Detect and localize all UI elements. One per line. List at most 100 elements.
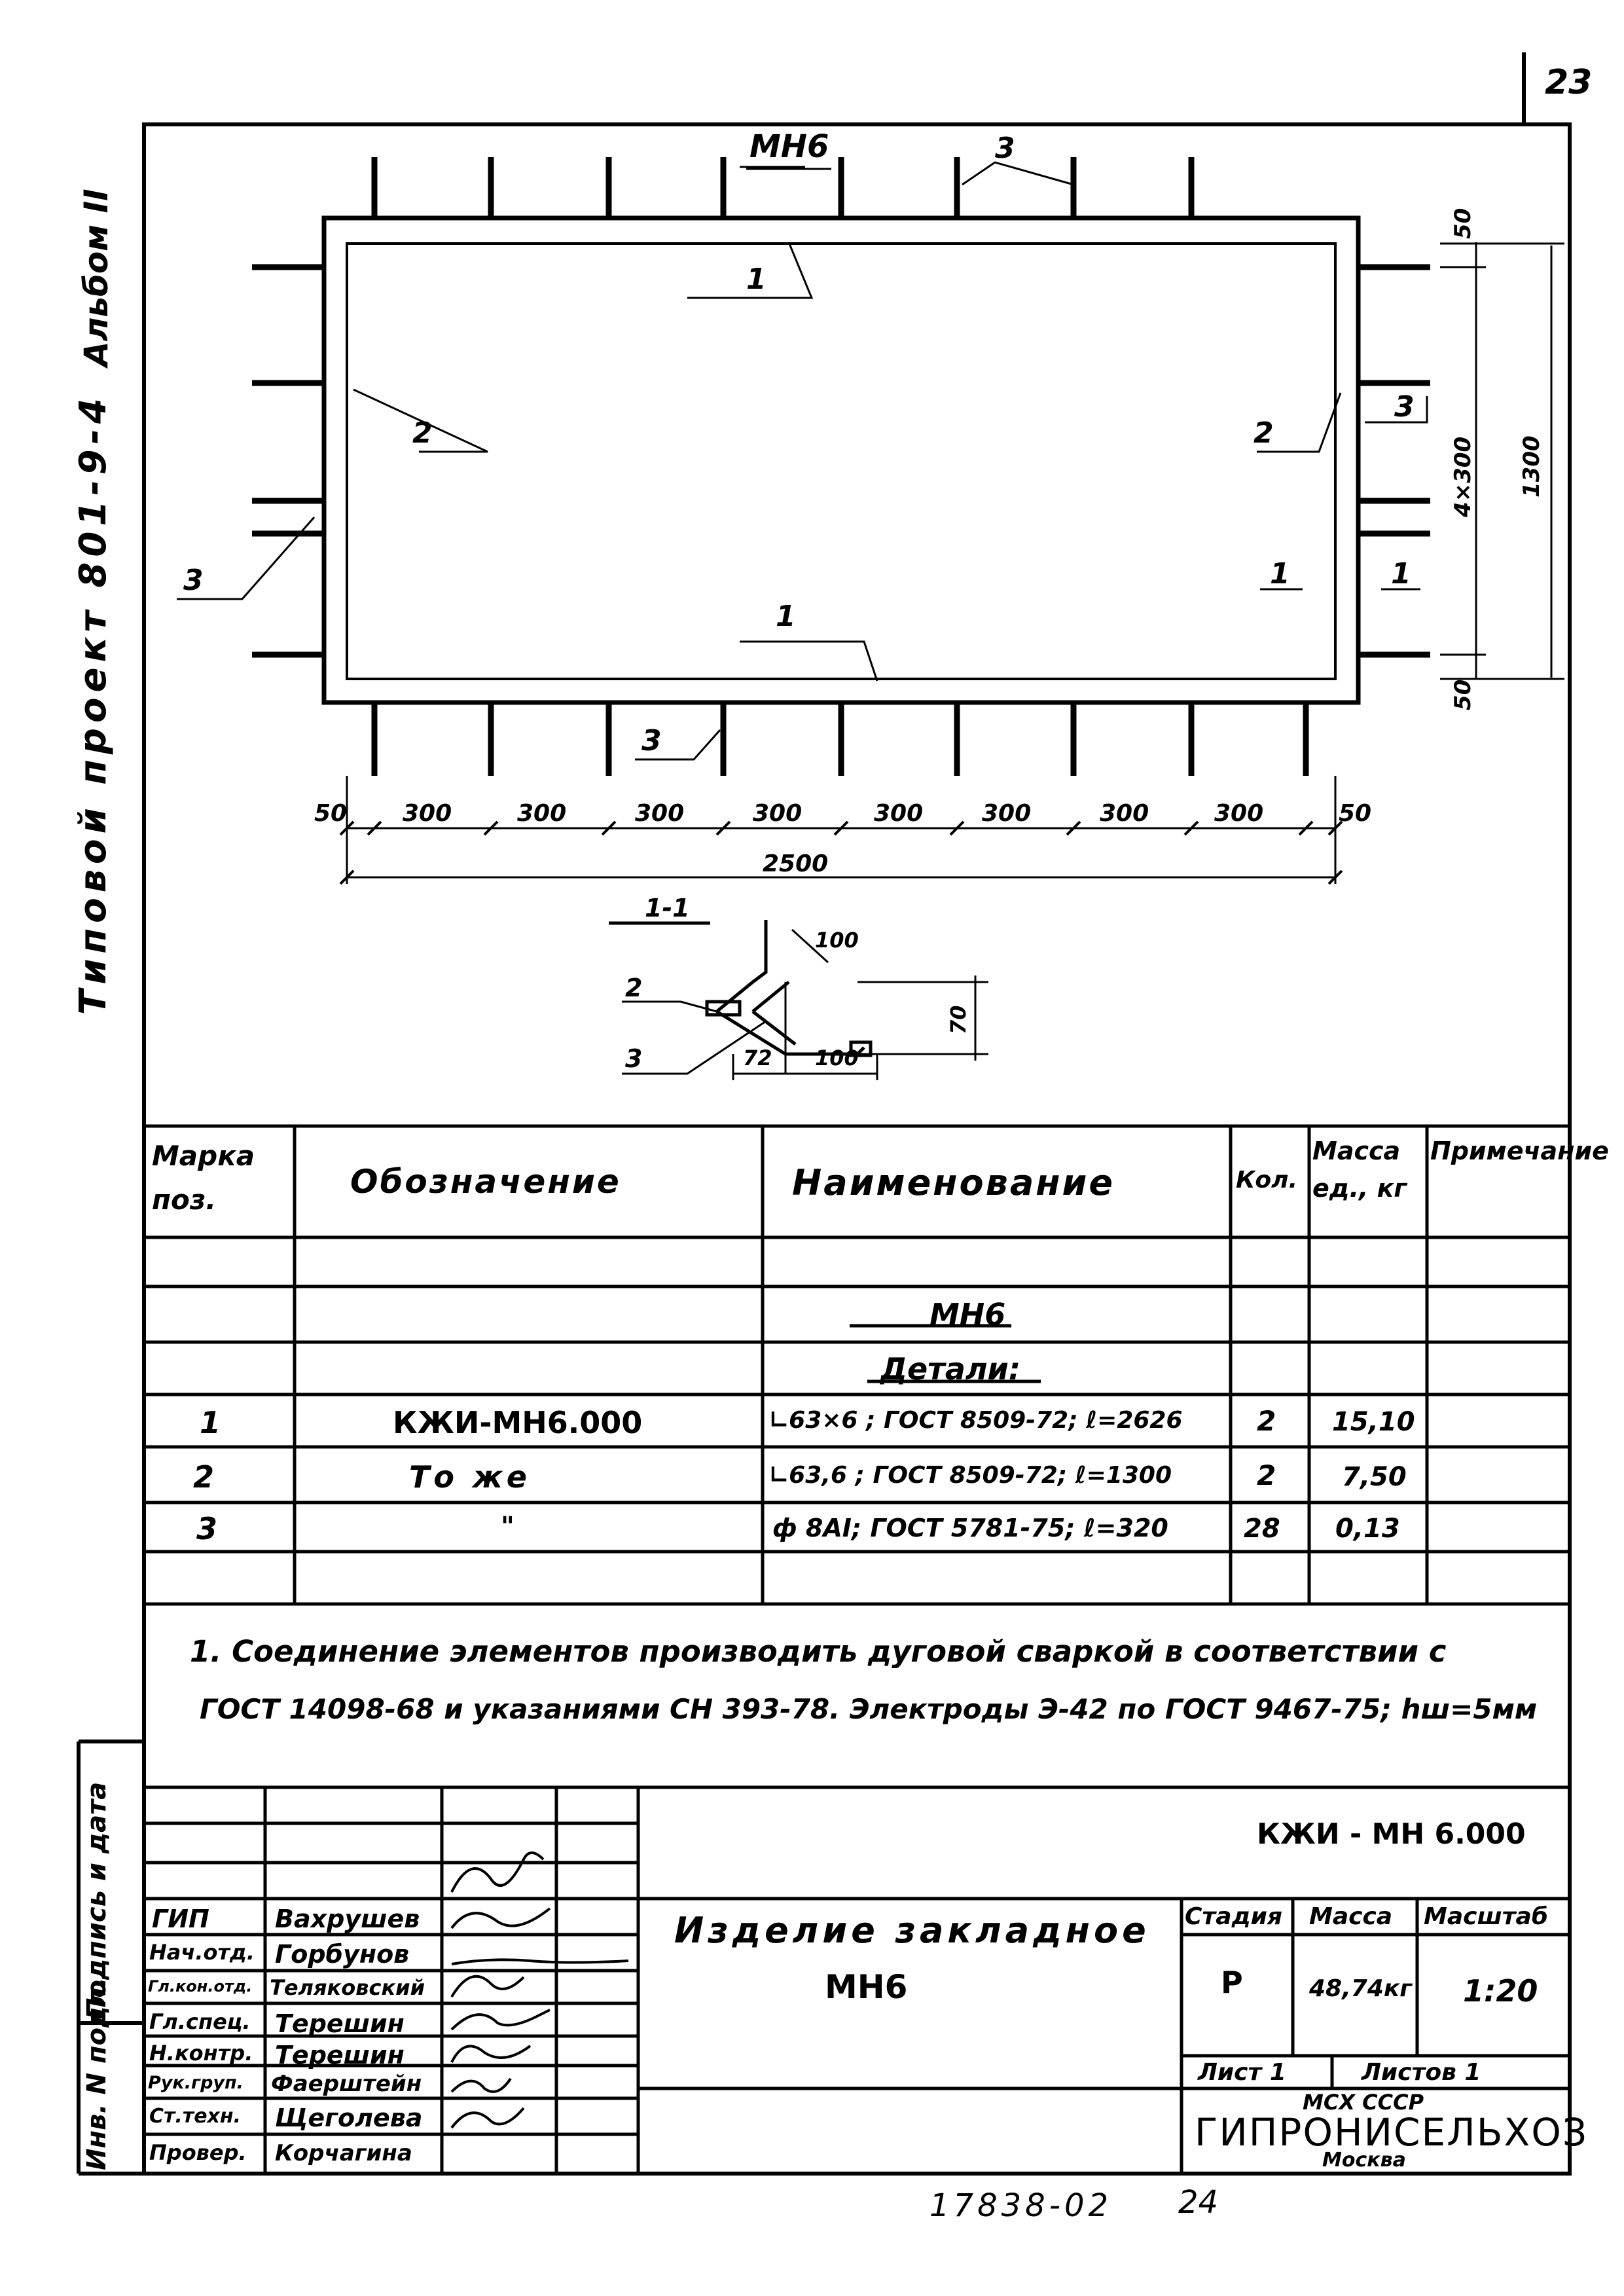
inventory-label: Инв. N подл. bbox=[82, 1977, 112, 2170]
row3-qty: 28 bbox=[1244, 1514, 1280, 1544]
header-qty: Кол. bbox=[1236, 1167, 1298, 1194]
row2-qty: 2 bbox=[1257, 1459, 1276, 1491]
dim-right-50-top: 50 bbox=[1450, 208, 1476, 239]
album-label: Альбом II bbox=[77, 189, 115, 367]
row3-name: ф 8АI; ГОСТ 5781-75; ℓ=320 bbox=[772, 1514, 1168, 1542]
person-name-8: Корчагина bbox=[275, 2140, 412, 2166]
row2-mass: 7,50 bbox=[1342, 1462, 1407, 1492]
person-role-5: Н.контр. bbox=[149, 2041, 253, 2066]
dim-300-3: 300 bbox=[635, 800, 685, 827]
product-name: Изделие закладное bbox=[674, 1910, 1150, 1951]
dim-300-4: 300 bbox=[753, 800, 803, 827]
project-label: Типовой проект 801-9-4 bbox=[72, 393, 115, 1015]
row1-designation: КЖИ-МН6.000 bbox=[393, 1405, 643, 1440]
page-number: 23 bbox=[1545, 63, 1593, 102]
header-mark: Марка поз. bbox=[152, 1140, 255, 1216]
mass-label: Масса bbox=[1309, 1903, 1393, 1930]
dim-right-step: 4×300 bbox=[1450, 436, 1476, 517]
dim-300-6: 300 bbox=[982, 800, 1032, 827]
person-name-2: Горбунов bbox=[275, 1940, 410, 1969]
row1-name: ∟63×6 ; ГОСТ 8509-72; ℓ=2626 bbox=[769, 1407, 1183, 1434]
person-role-3: Гл.кон.отд. bbox=[148, 1977, 253, 1995]
org-ministry: МСХ СССР bbox=[1303, 2090, 1424, 2115]
person-name-6: Фаерштейн bbox=[271, 2071, 422, 2097]
pos3-left: 3 bbox=[183, 564, 204, 597]
dim-300-5: 300 bbox=[874, 800, 924, 827]
pos2-left: 2 bbox=[412, 416, 433, 450]
person-name-1: Вахрушев bbox=[275, 1904, 420, 1933]
pos3-right: 3 bbox=[1394, 390, 1415, 424]
pos3-top: 3 bbox=[995, 132, 1015, 165]
dim-300-7: 300 bbox=[1100, 800, 1149, 827]
pos2-right: 2 bbox=[1254, 416, 1274, 450]
group-sub: Детали: bbox=[880, 1351, 1021, 1387]
note-line1: 1. Соединение элементов производить дуго… bbox=[190, 1634, 1447, 1669]
pos1-bottom: 1 bbox=[776, 600, 796, 633]
person-role-7: Ст.техн. bbox=[149, 2105, 242, 2128]
note-line2: ГОСТ 14098-68 и указаниями СН 393-78. Эл… bbox=[200, 1693, 1538, 1725]
dim-300-2: 300 bbox=[517, 800, 567, 827]
row3-pos: 3 bbox=[196, 1511, 218, 1546]
dim-right-50-bottom: 50 bbox=[1450, 679, 1476, 710]
header-mass: Масса ед., кг bbox=[1312, 1137, 1407, 1203]
person-role-2: Нач.отд. bbox=[149, 1940, 255, 1965]
dim-50-left: 50 bbox=[314, 800, 348, 827]
person-name-4: Терешин bbox=[275, 2009, 405, 2038]
product-mark: МН6 bbox=[825, 1968, 908, 2006]
plan-drawing bbox=[177, 157, 1564, 885]
row2-name: ∟63,6 ; ГОСТ 8509-72; ℓ=1300 bbox=[769, 1462, 1172, 1489]
section-mark-right: 1 bbox=[1391, 557, 1411, 591]
scale-value: 1:20 bbox=[1463, 1973, 1538, 2009]
person-name-7: Щеголева bbox=[275, 2104, 423, 2132]
person-name-3: Теляковский bbox=[270, 1975, 425, 2000]
dim-300-1: 300 bbox=[403, 800, 452, 827]
mass-value: 48,74кг bbox=[1309, 1975, 1413, 2002]
pos3-bottom: 3 bbox=[641, 724, 662, 757]
scale-label: Масштаб bbox=[1424, 1903, 1548, 1930]
drawing-title: МН6 bbox=[749, 128, 829, 165]
section-pos3: 3 bbox=[625, 1044, 643, 1073]
stage-label: Стадия bbox=[1185, 1903, 1282, 1930]
org-city: Москва bbox=[1322, 2149, 1406, 2172]
stage-value: Р bbox=[1221, 1965, 1243, 2000]
row2-pos: 2 bbox=[193, 1459, 215, 1495]
doc-code: КЖИ - МН 6.000 bbox=[1257, 1817, 1526, 1851]
sheets-label: Листов 1 bbox=[1362, 2059, 1481, 2086]
sheet-label: Лист 1 bbox=[1198, 2059, 1286, 2086]
section-dim-72: 72 bbox=[743, 1046, 772, 1070]
person-role-4: Гл.спец. bbox=[149, 2009, 251, 2034]
title-block bbox=[144, 1785, 1570, 2174]
pos1-top: 1 bbox=[746, 263, 767, 296]
person-role-8: Провер. bbox=[149, 2140, 247, 2165]
person-role-6: Рук.груп. bbox=[148, 2073, 244, 2093]
section-dim-70: 70 bbox=[946, 1005, 971, 1034]
row1-pos: 1 bbox=[200, 1405, 221, 1440]
section-dim-100-bottom: 100 bbox=[815, 1046, 859, 1070]
archive-page: 24 bbox=[1178, 2184, 1219, 2221]
group-title: МН6 bbox=[929, 1297, 1006, 1332]
person-role-1: ГИП bbox=[152, 1904, 209, 1933]
archive-code: 17838-02 bbox=[929, 2187, 1113, 2224]
row3-mass: 0,13 bbox=[1335, 1514, 1400, 1544]
header-designation: Обозначение bbox=[350, 1163, 621, 1201]
org-institute: ГИПРОНИСЕЛЬХОЗ bbox=[1195, 2110, 1589, 2155]
section-title: 1-1 bbox=[645, 894, 690, 922]
header-name: Наименование bbox=[792, 1162, 1115, 1203]
spec-table bbox=[144, 1124, 1570, 1606]
section-pos2: 2 bbox=[625, 974, 643, 1002]
row1-mass: 15,10 bbox=[1332, 1407, 1415, 1437]
section-drawing bbox=[609, 920, 988, 1080]
dim-total: 2500 bbox=[763, 850, 829, 877]
section-mark-left: 1 bbox=[1270, 557, 1290, 591]
section-dim-100-top: 100 bbox=[815, 928, 859, 953]
row2-designation: То же bbox=[409, 1459, 531, 1495]
dim-50-right: 50 bbox=[1339, 800, 1372, 827]
dim-right-total: 1300 bbox=[1519, 435, 1545, 498]
header-note: Примечание bbox=[1430, 1137, 1609, 1165]
row1-qty: 2 bbox=[1257, 1405, 1276, 1437]
signatures bbox=[450, 1851, 629, 2129]
row3-designation: " bbox=[501, 1512, 514, 1542]
dim-300-8: 300 bbox=[1214, 800, 1264, 827]
person-name-5: Терешин bbox=[275, 2041, 405, 2069]
